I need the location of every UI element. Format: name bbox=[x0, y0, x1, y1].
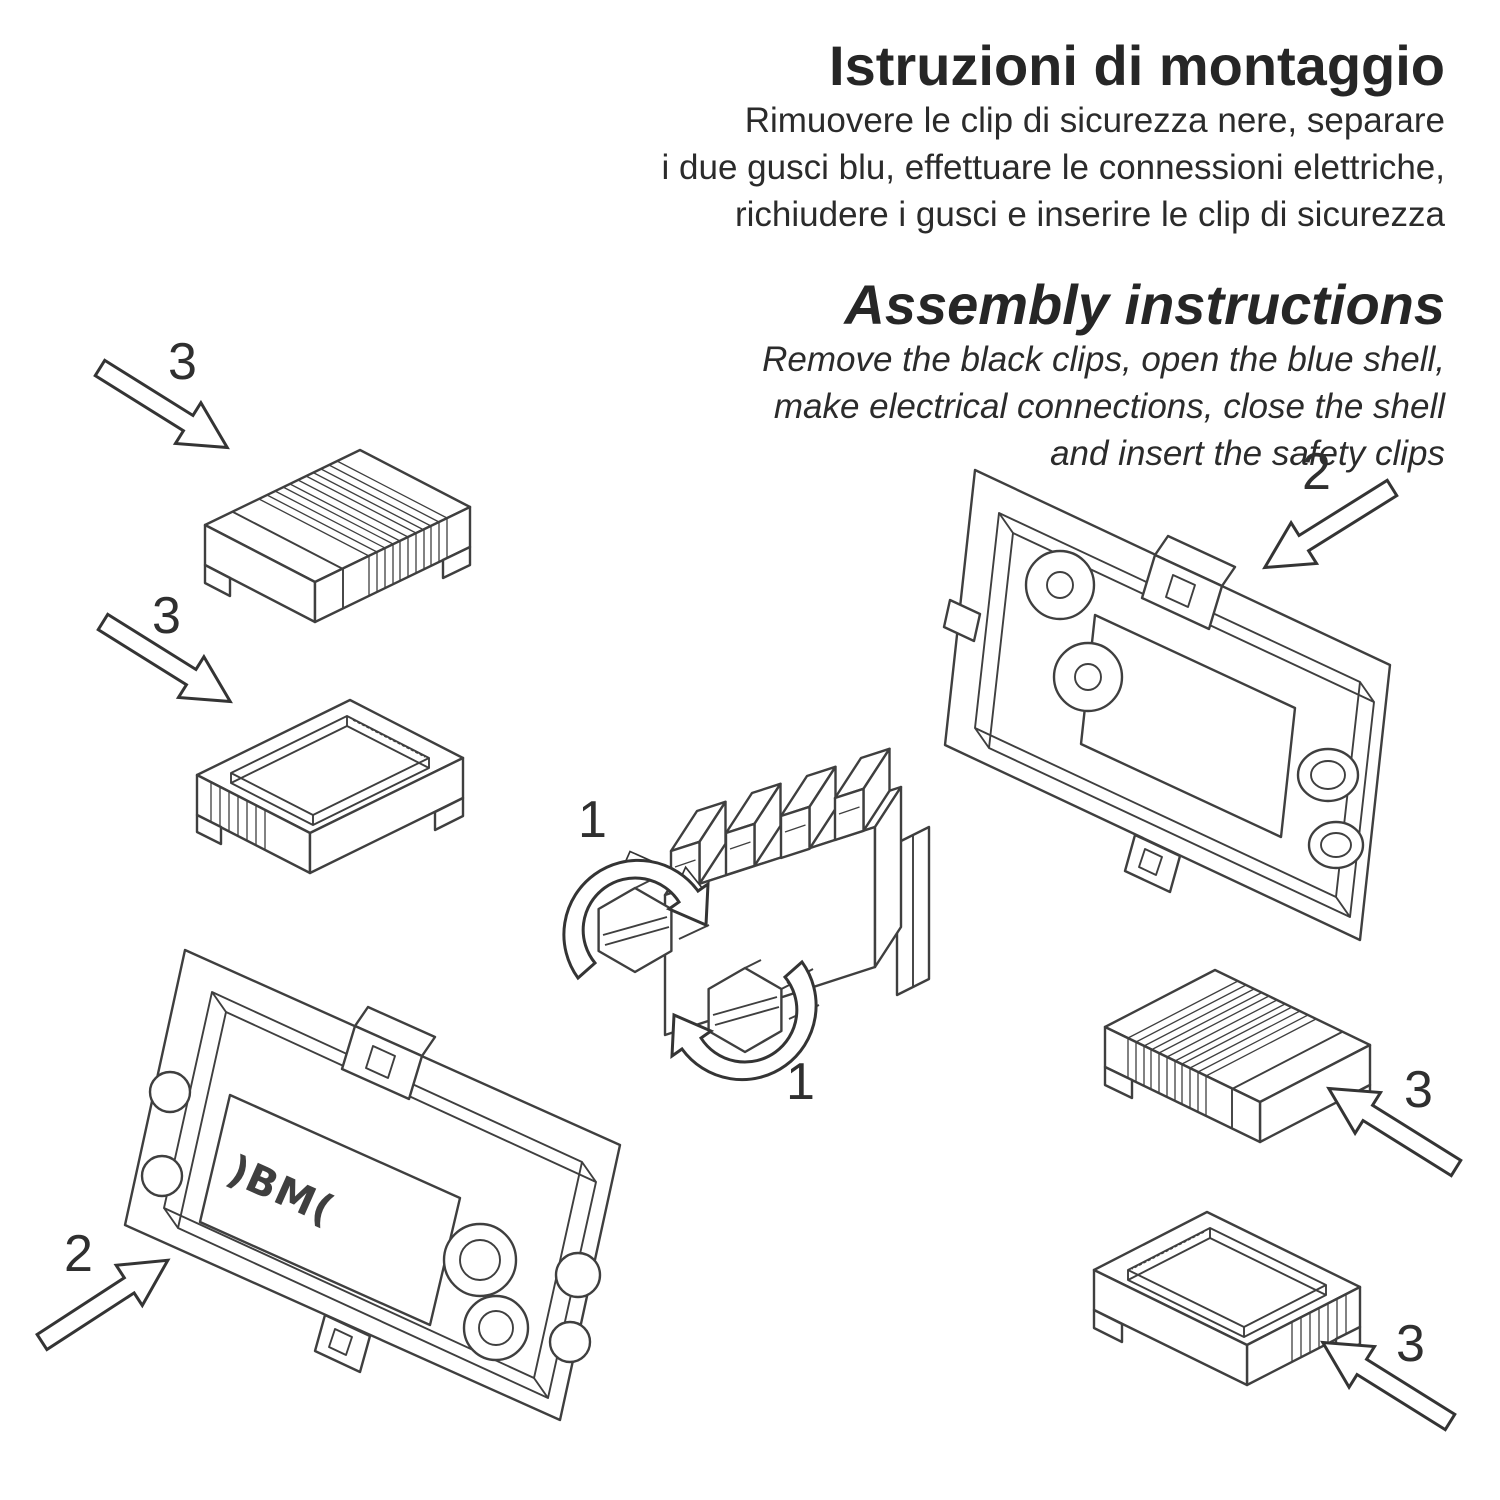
step-label-3: 3 bbox=[1396, 1315, 1425, 1373]
safety-clip-channel-right bbox=[1092, 1210, 1362, 1387]
step-label-3: 3 bbox=[1404, 1061, 1433, 1119]
terminal-block-with-screws bbox=[597, 747, 931, 1054]
body-italian-line: i due gusci blu, effettuare le connessio… bbox=[661, 148, 1445, 188]
body-italian-line: Rimuovere le clip di sicurezza nere, sep… bbox=[744, 101, 1445, 141]
step-label-3: 3 bbox=[168, 333, 197, 391]
body-italian-line: richiudere i gusci e inserire le clip di… bbox=[734, 195, 1445, 235]
step-label-2: 2 bbox=[1302, 443, 1331, 501]
title-italian: Istruzioni di montaggio bbox=[829, 34, 1445, 97]
instructions-header: Istruzioni di montaggio Rimuovere le cli… bbox=[545, 34, 1445, 478]
step-label-2: 2 bbox=[64, 1225, 93, 1283]
safety-clip-channel-left bbox=[195, 698, 465, 875]
straight-arrow-icon bbox=[85, 346, 242, 470]
shell-half-right bbox=[942, 468, 1392, 942]
shell-half-left-with-logo: )BM( bbox=[123, 948, 622, 1422]
body-english-line: make electrical connections, close the s… bbox=[773, 387, 1445, 427]
body-english-line: Remove the black clips, open the blue sh… bbox=[762, 340, 1445, 380]
step-label-3: 3 bbox=[152, 587, 181, 645]
straight-arrow-icon bbox=[27, 1238, 183, 1364]
safety-clip-ribbed-right bbox=[1103, 968, 1372, 1144]
step-label-1: 1 bbox=[786, 1053, 815, 1111]
safety-clip-ribbed-top-left bbox=[203, 448, 472, 624]
title-english: Assembly instructions bbox=[844, 273, 1445, 337]
body-english-line: and insert the safety clips bbox=[1050, 434, 1445, 474]
screw-right bbox=[707, 959, 820, 1054]
step-label-1: 1 bbox=[578, 791, 607, 849]
